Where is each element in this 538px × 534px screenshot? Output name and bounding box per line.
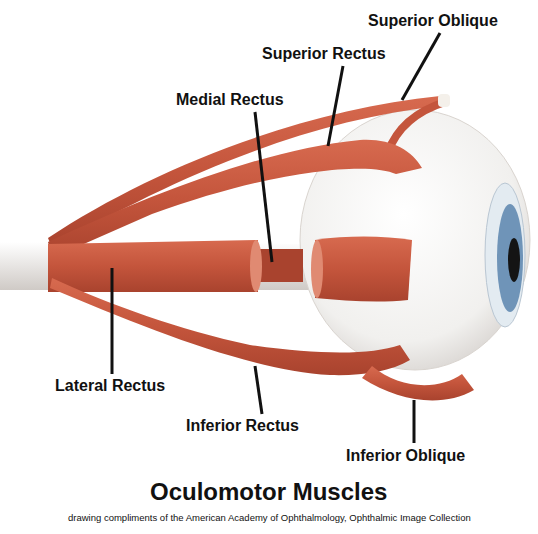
leader-line bbox=[255, 366, 262, 414]
part-label: Superior Oblique bbox=[368, 12, 498, 30]
iris bbox=[497, 204, 523, 312]
part-label: Inferior Oblique bbox=[346, 447, 465, 465]
inferior-rectus-muscle bbox=[50, 278, 410, 375]
part-label: Inferior Rectus bbox=[186, 417, 299, 435]
image-credit: drawing compliments of the American Acad… bbox=[68, 512, 471, 524]
leader-line bbox=[402, 33, 440, 100]
pupil bbox=[508, 238, 520, 282]
part-label: Lateral Rectus bbox=[55, 377, 165, 395]
part-label: Medial Rectus bbox=[176, 91, 284, 109]
part-label: Superior Rectus bbox=[262, 45, 386, 63]
inferior-oblique-muscle bbox=[362, 366, 474, 400]
leader-line bbox=[111, 268, 114, 374]
leader-line bbox=[413, 400, 416, 443]
cornea bbox=[485, 183, 525, 327]
lateral-rectus-muscle bbox=[48, 240, 258, 292]
lateral-rectus-insertion bbox=[315, 237, 412, 302]
leader-line bbox=[328, 66, 343, 146]
medial-rectus-muscle bbox=[255, 249, 303, 282]
leader-line bbox=[255, 112, 272, 262]
cut-end bbox=[250, 240, 262, 292]
oblique-tendon bbox=[388, 102, 445, 152]
cut-end bbox=[311, 240, 323, 298]
trochlea bbox=[438, 94, 450, 107]
diagram-title: Oculomotor Muscles bbox=[150, 478, 387, 506]
